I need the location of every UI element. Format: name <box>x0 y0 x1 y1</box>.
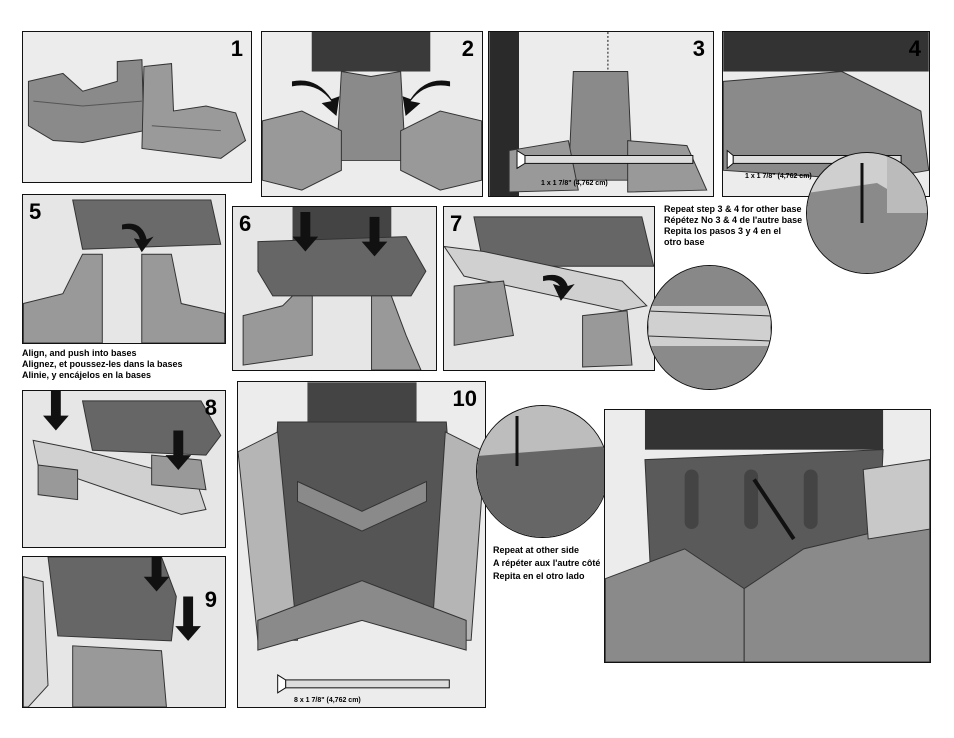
step-10-panel: 8 x 1 7/8" (4,762 cm) 10 <box>237 381 486 708</box>
arrow-right-icon <box>402 80 451 116</box>
push-table-top-illustration <box>242 207 427 370</box>
insert-bench-illustration <box>444 216 654 368</box>
caption-es: Repita los pasos 3 y 4 en el otro base <box>664 226 782 247</box>
screw-size-label: 1 x 1 7/8" (4,762 cm) <box>745 173 812 180</box>
step-number: 8 <box>204 395 217 420</box>
step-number: 9 <box>204 587 217 612</box>
step-number: 2 <box>461 36 474 61</box>
step-number: 3 <box>692 36 705 61</box>
step-6-panel: 6 <box>232 206 437 371</box>
align-caption: Align, and push into bases Alignez, et p… <box>22 348 232 381</box>
arrow-left-icon <box>291 80 340 116</box>
screwdriver-detail-illustration <box>807 153 927 273</box>
caption-en: Repeat step 3 & 4 for other base <box>664 204 802 214</box>
arrow-down-icon <box>361 216 388 257</box>
caption-es: Repita en el otro lado <box>493 571 585 581</box>
arrow-down-icon <box>143 557 170 592</box>
step-number: 6 <box>239 211 252 236</box>
step-number: 5 <box>29 199 42 224</box>
step-number: 7 <box>450 211 463 236</box>
step-3-panel: 1 x 1 7/8" (4,762 cm) 3 <box>488 31 714 197</box>
large-detail-panel <box>604 409 931 663</box>
bench-fit-detail-illustration <box>648 266 771 389</box>
table-top-align-illustration <box>23 199 225 343</box>
step-7-detail-circle <box>647 265 772 390</box>
caption-fr: A répéter aux l'autre côté <box>493 558 601 568</box>
caption-en: Align, and push into bases <box>22 348 137 358</box>
caption-fr: Alignez, et poussez-les dans la bases <box>22 359 183 369</box>
screw-size-label: 1 x 1 7/8" (4,762 cm) <box>541 180 608 187</box>
caption-en: Repeat at other side <box>493 545 580 555</box>
arrow-down-icon <box>43 391 69 431</box>
step-5-panel: 5 <box>22 194 226 344</box>
step-number: 1 <box>230 36 243 61</box>
join-bases-illustration <box>262 32 482 191</box>
center-screw-closeup-illustration <box>605 410 930 662</box>
step-9-panel: 9 <box>22 556 226 708</box>
caption-fr: Répétez No 3 & 4 de l'autre base <box>664 215 803 225</box>
arrow-down-icon <box>165 430 192 470</box>
arrow-down-icon <box>292 211 319 252</box>
push-bench-illustration <box>32 391 222 515</box>
arrow-down-icon <box>122 223 154 253</box>
arrow-down-icon <box>175 596 201 641</box>
step-number: 10 <box>452 386 477 411</box>
step-4-detail-circle <box>806 152 928 274</box>
screwdriver-underside-detail-illustration <box>477 406 608 537</box>
arrow-down-icon <box>543 274 575 301</box>
second-bench-illustration <box>23 557 201 707</box>
screw-base-illustration <box>489 32 708 196</box>
caption-es: Alinie, y encájelos en la bases <box>22 370 152 380</box>
step-8-panel: 8 <box>22 390 226 548</box>
base-pieces-illustration <box>27 59 247 159</box>
step-10-detail-circle <box>476 405 609 538</box>
step-7-panel: 7 <box>443 206 655 371</box>
step-number: 4 <box>908 36 921 61</box>
underside-screws-illustration <box>238 382 485 694</box>
repeat-other-side-caption: Repeat at other side A répéter aux l'aut… <box>493 544 608 583</box>
screw-size-label: 8 x 1 7/8" (4,762 cm) <box>294 697 361 704</box>
repeat-steps-caption: Repeat step 3 & 4 for other base Répétez… <box>664 204 814 248</box>
step-2-panel: 2 <box>261 31 483 197</box>
step-1-panel: 1 <box>22 31 252 183</box>
